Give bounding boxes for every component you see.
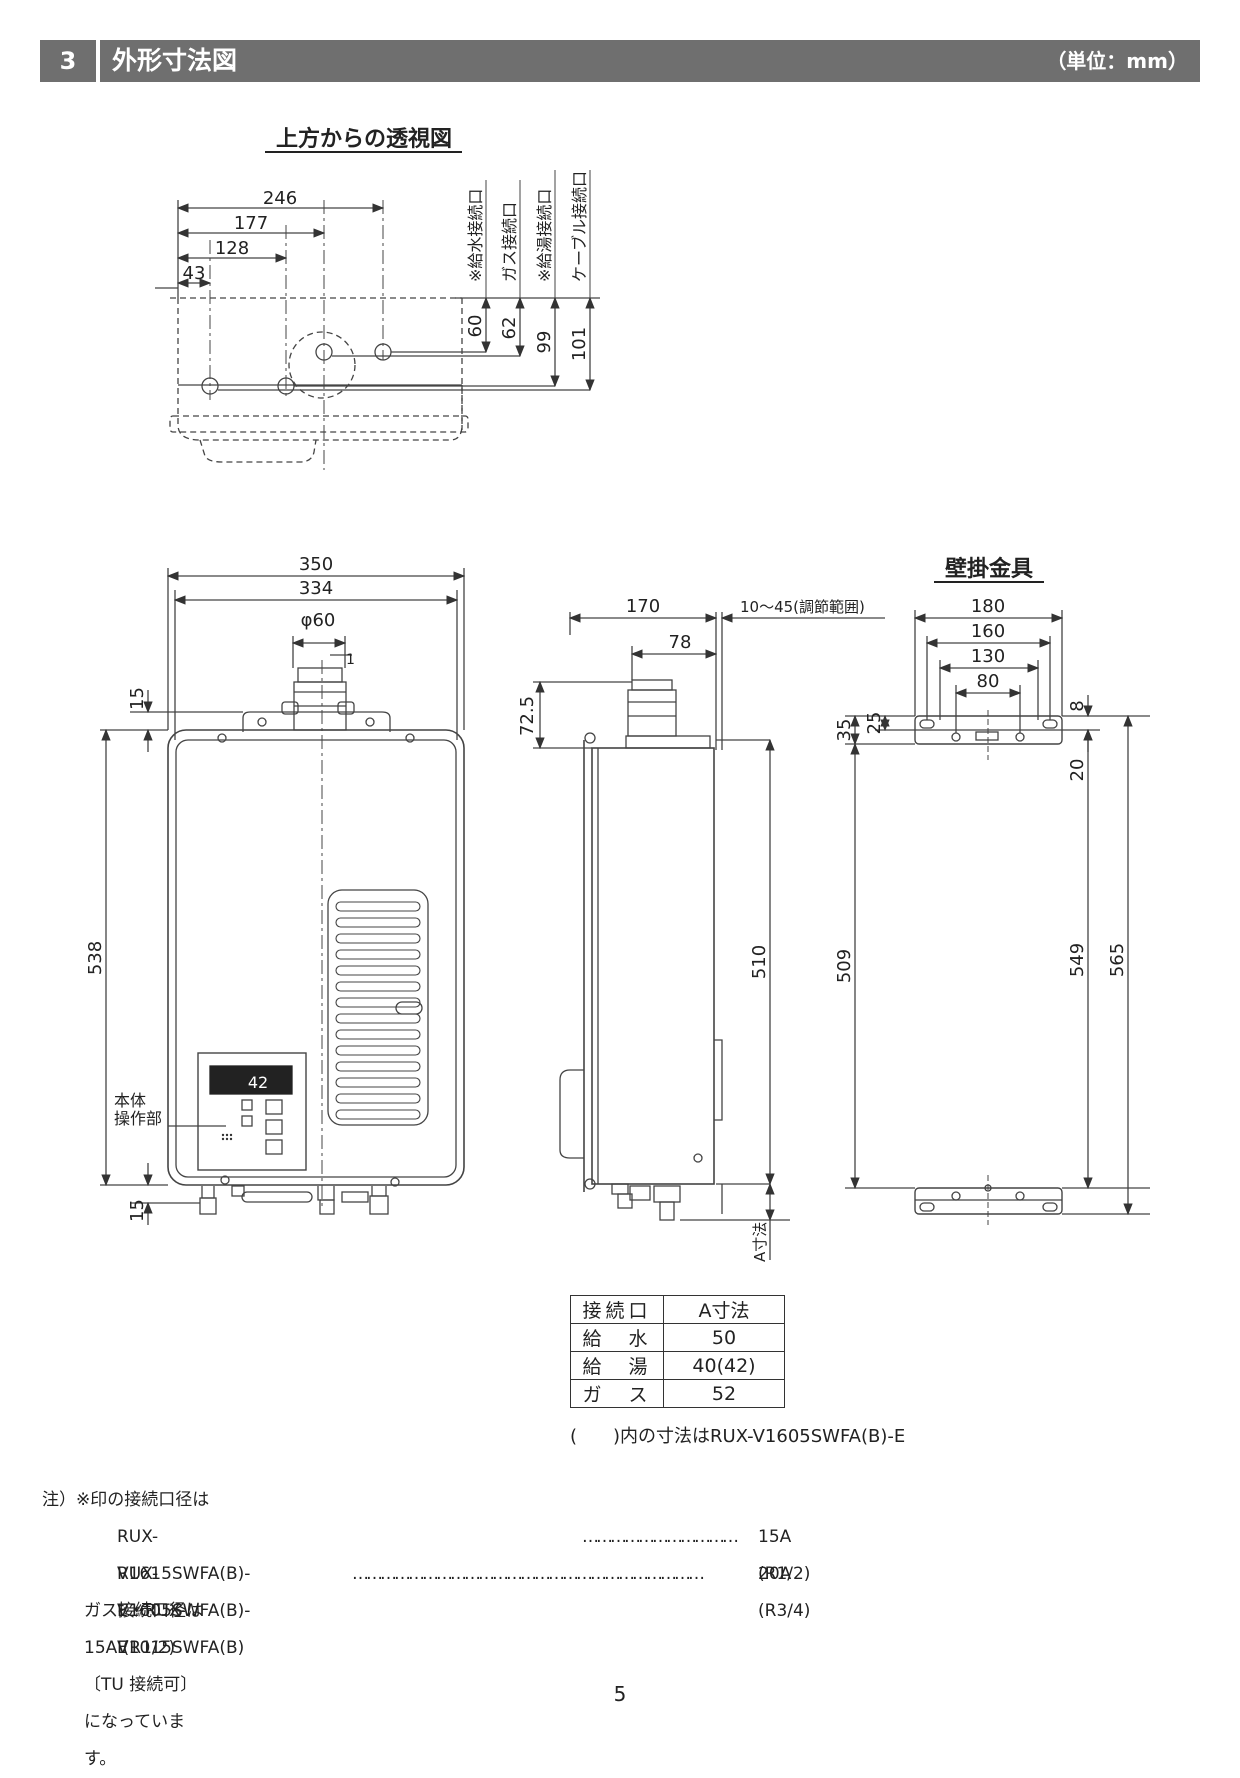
dim-99: 99 bbox=[534, 331, 555, 354]
table-cell: 給 湯 bbox=[570, 1351, 664, 1380]
dim-350: 350 bbox=[299, 554, 333, 575]
table-cell: 52 bbox=[663, 1379, 785, 1408]
dim-101: 101 bbox=[569, 327, 590, 361]
label-hot-water-outlet: ※給湯接続口 bbox=[535, 189, 554, 282]
dim-538: 538 bbox=[85, 941, 106, 975]
note-1-model: RUX-V1615SWFA(B)-E・RUX-V1015SWFA(B) bbox=[117, 1527, 251, 1658]
dim-509: 509 bbox=[834, 949, 855, 983]
dim-15-bottom: 15 bbox=[127, 1199, 148, 1222]
note-1-dots: …………………………… bbox=[582, 1527, 739, 1547]
table-note: ( )内の寸法はRUX-V1605SWFA(B)-E bbox=[570, 1426, 906, 1447]
table-cell: 給 水 bbox=[570, 1323, 664, 1352]
dim-72-5: 72.5 bbox=[517, 696, 538, 736]
dim-phi60: φ60 bbox=[301, 610, 336, 631]
notes-line-3: ガス接続口径は 15A (R1/2)〔TU 接続可〕になっています。 bbox=[42, 1593, 209, 1769]
dim-565: 565 bbox=[1107, 943, 1128, 977]
table-header-cell: 接続口 bbox=[570, 1295, 664, 1324]
dim-160: 160 bbox=[971, 621, 1005, 642]
note-2-model: RUX-V1605SWFA(B)-E bbox=[117, 1564, 251, 1658]
table-cell: 50 bbox=[663, 1323, 785, 1352]
table-header-cell: A寸法 bbox=[663, 1295, 785, 1324]
note-2-value: 20A (R3/4) bbox=[758, 1564, 811, 1621]
panel-label-2: 操作部 bbox=[114, 1109, 162, 1128]
notes-block: 注）※印の接続口径は RUX-V1615SWFA(B)-E・RUX-V1015S… bbox=[42, 1482, 810, 1769]
dim-8: 8 bbox=[1067, 700, 1088, 711]
a-dimension-table: 接続口 A寸法 給 水 50 給 湯 40(42) ガ ス 52 bbox=[570, 1295, 785, 1408]
display-reading: 42 bbox=[248, 1073, 268, 1092]
dim-15-top: 15 bbox=[127, 687, 148, 710]
dim-246: 246 bbox=[263, 188, 297, 209]
dim-510: 510 bbox=[749, 945, 770, 979]
dim-62: 62 bbox=[499, 317, 520, 340]
dim-20: 20 bbox=[1067, 759, 1088, 782]
dim-a-label: A寸法 bbox=[751, 1222, 769, 1262]
section-title-bar: 外形寸法図 （単位：mm） bbox=[100, 40, 1200, 82]
panel-label-1: 本体 bbox=[114, 1091, 146, 1110]
page-number: 5 bbox=[613, 1682, 627, 1706]
label-water-inlet: ※給水接続口 bbox=[466, 189, 485, 282]
dim-177: 177 bbox=[234, 213, 268, 234]
dim-78: 78 bbox=[669, 632, 692, 653]
dim-128: 128 bbox=[215, 238, 249, 259]
label-cable-inlet: ケーブル接続口 bbox=[570, 171, 589, 282]
dim-130: 130 bbox=[971, 646, 1005, 667]
note-2-dots: ………………………………………………………………… bbox=[352, 1564, 705, 1584]
top-view-title: 上方からの透視図 bbox=[276, 126, 452, 152]
section-title: 外形寸法図 bbox=[112, 46, 238, 75]
dim-334: 334 bbox=[299, 578, 333, 599]
note-1-value: 15A (R1/2) bbox=[758, 1527, 811, 1584]
dim-adjust-range: 10～45(調節範囲) bbox=[740, 598, 865, 616]
dim-35: 35 bbox=[834, 719, 855, 742]
bracket-title: 壁掛金具 bbox=[945, 556, 1033, 582]
notes-intro-text: 注）※印の接続口径は bbox=[42, 1490, 210, 1510]
dim-25: 25 bbox=[864, 712, 885, 735]
section-number: 3 bbox=[40, 40, 96, 82]
notes-intro: 注）※印の接続口径は bbox=[42, 1482, 209, 1519]
notes-line-1: RUX-V1615SWFA(B)-E・RUX-V1015SWFA(B) …………… bbox=[42, 1519, 810, 1658]
table-cell: 40(42) bbox=[663, 1351, 785, 1380]
label-gas-inlet: ガス接続口 bbox=[500, 202, 519, 282]
table-row: 給 湯 40(42) bbox=[570, 1351, 785, 1380]
dim-170: 170 bbox=[626, 596, 660, 617]
dim-180: 180 bbox=[971, 596, 1005, 617]
table-cell: ガ ス bbox=[570, 1379, 664, 1408]
table-row: 給 水 50 bbox=[570, 1323, 785, 1352]
dim-80: 80 bbox=[977, 671, 1000, 692]
unit-label: （単位：mm） bbox=[1046, 49, 1188, 73]
dim-43: 43 bbox=[183, 263, 206, 284]
table-header-row: 接続口 A寸法 bbox=[570, 1295, 785, 1324]
table-row: ガ ス 52 bbox=[570, 1379, 785, 1408]
notes-line-2: RUX-V1605SWFA(B)-E ………………………………………………………… bbox=[42, 1556, 810, 1658]
section-header: 3 外形寸法図 （単位：mm） bbox=[40, 40, 1200, 82]
dim-549: 549 bbox=[1067, 943, 1088, 977]
dim-1: 1 bbox=[346, 652, 355, 668]
dim-60: 60 bbox=[465, 315, 486, 338]
